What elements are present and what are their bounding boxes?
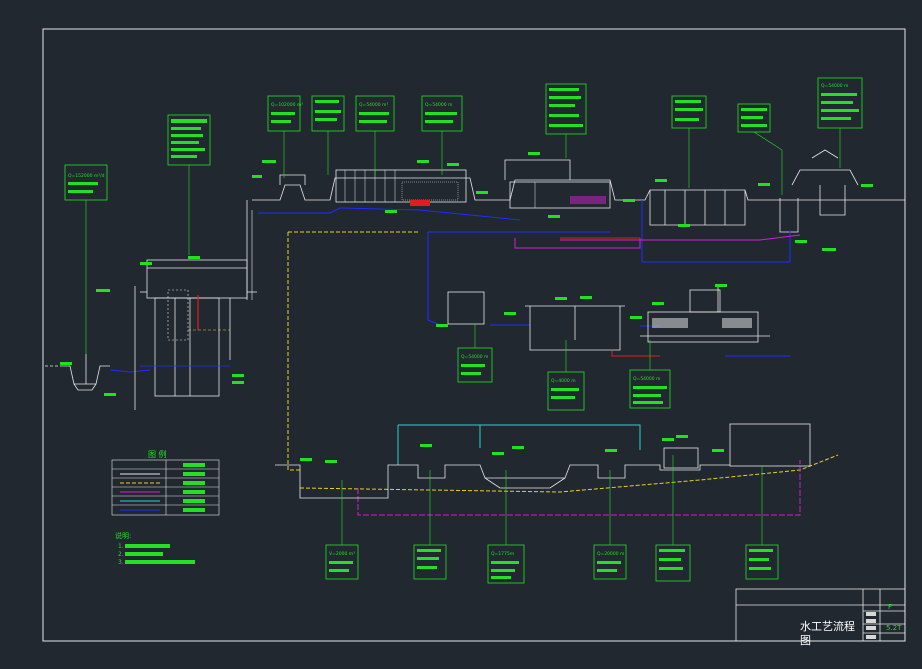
middle-callout-text: Q=54000 m Q=4000 m Q=54000 m xyxy=(461,354,667,404)
bottom-ground-line xyxy=(275,423,811,499)
bottom-callouts xyxy=(325,544,779,584)
title-block xyxy=(735,588,906,642)
intake-callout: Q=152000 m³/d xyxy=(64,164,108,201)
top-leader-lines xyxy=(283,128,841,195)
notes-title: 说明: xyxy=(115,531,131,540)
title-block-labels xyxy=(866,612,876,639)
middle-structures xyxy=(447,286,770,351)
svg-text:3.: 3. xyxy=(118,559,124,566)
svg-text:Q=54000 m: Q=54000 m xyxy=(633,376,660,382)
drawing-frame xyxy=(42,28,906,642)
legend-table xyxy=(111,459,220,516)
notes-list: 1. 2. 3. xyxy=(118,543,195,566)
revision-mark: F xyxy=(888,603,892,611)
pump-house xyxy=(134,259,257,410)
sedimentation-tank xyxy=(335,169,467,206)
bottom-callout-text: V=2000 m³ Q=1775m Q=20000 m xyxy=(329,549,773,579)
process-pipes xyxy=(258,200,839,516)
svg-text:Q=54000 m: Q=54000 m xyxy=(425,102,452,108)
svg-text:Q=102000 m³: Q=102000 m³ xyxy=(271,102,303,108)
intake-structure xyxy=(45,354,110,391)
svg-text:Q=54000 m³: Q=54000 m³ xyxy=(359,102,388,108)
svg-text:Q=1775m: Q=1775m xyxy=(491,551,514,557)
svg-text:Q=4000 m: Q=4000 m xyxy=(551,378,576,384)
legend-entries xyxy=(120,463,205,512)
svg-text:Q=152000 m³/d: Q=152000 m³/d xyxy=(68,173,105,179)
top-callout-text: Q=102000 m³ Q=54000 m³ Q=54000 m Q=54000… xyxy=(271,83,859,127)
drawing-title: 水工艺流程 xyxy=(800,619,855,633)
svg-text:Q=20000 m: Q=20000 m xyxy=(597,551,624,557)
svg-text:1.: 1. xyxy=(118,543,124,550)
filter-media xyxy=(652,318,752,328)
svg-text:V=2000 m³: V=2000 m³ xyxy=(329,551,355,557)
sheet-number: 5.2T xyxy=(886,624,902,632)
svg-text:2.: 2. xyxy=(118,551,124,558)
pump-house-callout xyxy=(167,114,211,255)
top-ground-line xyxy=(252,149,905,233)
middle-leader-lines xyxy=(474,324,651,372)
filter-tank xyxy=(509,181,611,209)
svg-text:Q=54000 m: Q=54000 m xyxy=(461,354,488,360)
svg-text:Q=54000 m: Q=54000 m xyxy=(821,83,848,89)
legend-title: 图 例 xyxy=(148,449,167,459)
pump-house-pipes xyxy=(140,200,253,367)
elevation-tags xyxy=(60,152,873,463)
drawing-title-line2: 图 xyxy=(800,634,811,647)
bottom-leader-lines xyxy=(341,455,763,545)
